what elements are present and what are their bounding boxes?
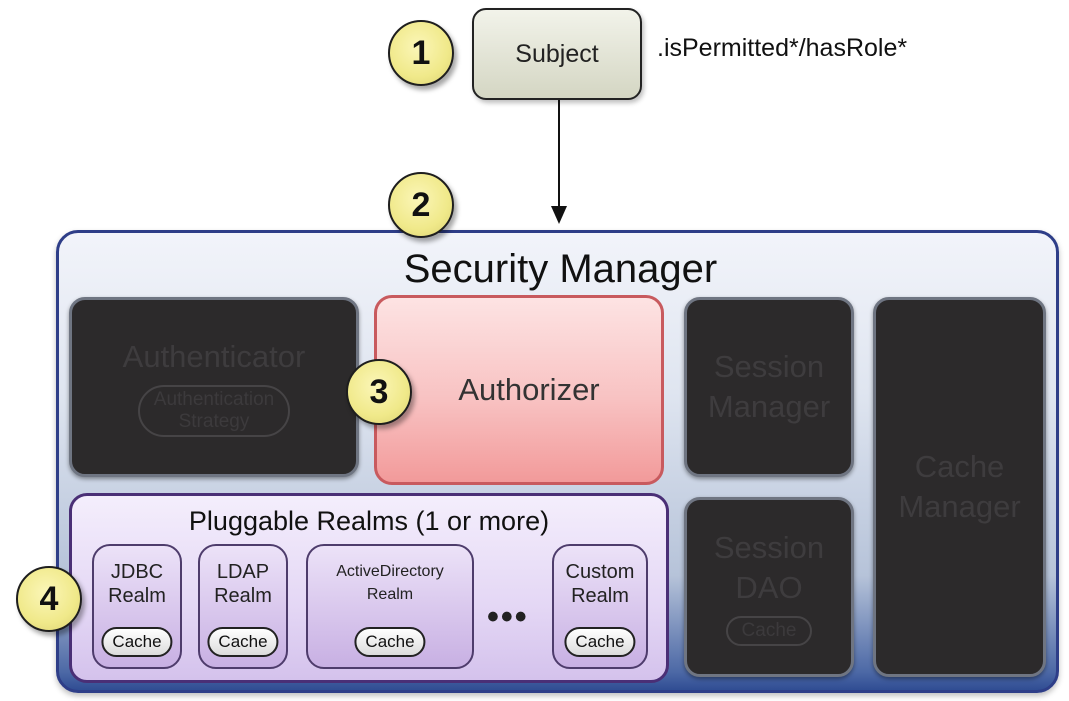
realm-label: Custom Realm	[565, 561, 635, 607]
session-dao-node: Session DAO Cache	[684, 497, 854, 677]
realm-cache-pill: Cache	[564, 627, 636, 657]
step-1-badge: 1	[388, 20, 454, 86]
authenticator-label: Authenticator	[122, 339, 306, 374]
subject-node: Subject	[472, 8, 642, 100]
pluggable-realms-group: Pluggable Realms (1 or more) JDBC Realm …	[69, 493, 669, 683]
session-dao-cache-pill: Cache	[725, 616, 813, 647]
step-2-badge: 2	[388, 172, 454, 238]
arrow-head-icon	[551, 206, 567, 224]
step-4-badge: 4	[16, 566, 82, 632]
pluggable-realms-title: Pluggable Realms (1 or more)	[188, 506, 550, 536]
security-manager-title: Security Manager	[403, 247, 718, 291]
realm-active-directory: ActiveDirectory Realm Cache	[306, 544, 474, 669]
session-manager-node: Session Manager	[684, 297, 854, 477]
authorizer-node: Authorizer	[374, 295, 664, 485]
cache-manager-node: Cache Manager	[873, 297, 1046, 677]
realm-cache-pill: Cache	[101, 627, 173, 657]
more-realms-ellipsis: •••	[487, 598, 529, 636]
realm-cache-pill: Cache	[354, 627, 426, 657]
security-manager-frame: Security Manager Authenticator Authentic…	[56, 230, 1059, 693]
step-3-badge: 3	[346, 359, 412, 425]
realm-label: ActiveDirectory Realm	[336, 563, 444, 604]
method-call-label: .isPermitted*/hasRole*	[657, 34, 908, 62]
realm-ldap: LDAP Realm Cache	[198, 544, 288, 669]
authenticator-node: Authenticator Authentication Strategy	[69, 297, 359, 477]
realm-custom: Custom Realm Cache	[552, 544, 648, 669]
realm-cache-pill: Cache	[207, 627, 279, 657]
realm-label: LDAP Realm	[214, 561, 272, 607]
session-dao-label: Session DAO	[713, 529, 825, 606]
realm-jdbc: JDBC Realm Cache	[92, 544, 182, 669]
arrow-line	[558, 100, 560, 212]
realm-label: JDBC Realm	[108, 561, 166, 607]
authentication-strategy-pill: Authentication Strategy	[137, 385, 291, 437]
